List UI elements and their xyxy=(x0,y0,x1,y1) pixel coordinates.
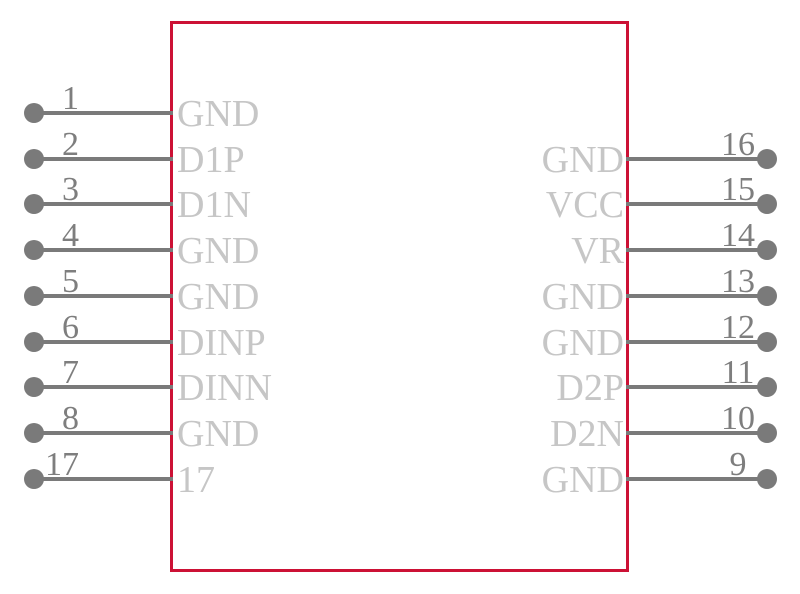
pin-name: D1N xyxy=(177,184,251,227)
pin-name: GND xyxy=(177,275,260,318)
pin-name: GND xyxy=(177,230,260,273)
pin-number: 12 xyxy=(721,308,755,346)
pin-number: 17 xyxy=(45,445,79,483)
pin-line xyxy=(34,293,173,298)
pin-line xyxy=(34,248,173,253)
pin-number: 1 xyxy=(62,80,79,117)
pin-name: DINP xyxy=(177,321,266,364)
pin-terminal-dot xyxy=(24,468,44,489)
pin-terminal-dot xyxy=(757,285,777,306)
pin-number: 8 xyxy=(62,399,79,437)
pin-number: 10 xyxy=(721,399,755,437)
pin-number: 11 xyxy=(721,354,755,392)
pin-terminal-dot xyxy=(24,285,44,306)
pin-line xyxy=(626,202,767,207)
pin-line xyxy=(34,430,173,435)
pin-name: D2P xyxy=(556,367,624,410)
pin-terminal-dot xyxy=(757,377,777,398)
pin-name: D1P xyxy=(177,138,245,181)
pin-name: GND xyxy=(541,275,624,318)
pin-number: 13 xyxy=(721,262,755,300)
pin-terminal-dot xyxy=(757,240,777,261)
pin-number: 9 xyxy=(729,445,747,483)
pin-line xyxy=(34,156,173,161)
pin-line xyxy=(626,248,767,253)
pin-name: VCC xyxy=(545,184,624,227)
pin-terminal-dot xyxy=(757,422,777,443)
pin-name: DINN xyxy=(177,367,272,410)
pin-terminal-dot xyxy=(24,148,44,169)
pin-number: 16 xyxy=(721,125,755,163)
pin-line xyxy=(34,339,173,344)
pin-terminal-dot xyxy=(757,331,777,352)
pin-number: 5 xyxy=(62,262,79,300)
pin-name: D2N xyxy=(550,412,624,455)
pin-line xyxy=(626,339,767,344)
pin-number: 14 xyxy=(721,217,755,255)
pin-line xyxy=(626,385,767,390)
pin-name: GND xyxy=(541,321,624,364)
pin-name: GND xyxy=(541,458,624,501)
pin-number: 15 xyxy=(721,171,755,209)
pin-line xyxy=(34,111,173,115)
pin-number: 4 xyxy=(62,217,79,255)
pin-terminal-dot xyxy=(24,377,44,398)
pin-name: GND xyxy=(177,412,260,455)
pin-name: GND xyxy=(541,138,624,181)
pin-number: 2 xyxy=(62,125,79,163)
pin-terminal-dot xyxy=(757,194,777,215)
pin-terminal-dot xyxy=(24,422,44,443)
pin-line xyxy=(34,202,173,207)
pin-line xyxy=(626,156,767,161)
pin-number: 3 xyxy=(62,171,79,209)
pin-name: 17 xyxy=(177,458,215,501)
pin-terminal-dot xyxy=(24,331,44,352)
pin-line xyxy=(626,430,767,435)
pin-terminal-dot xyxy=(24,240,44,261)
pin-line xyxy=(626,476,767,481)
pin-line xyxy=(626,293,767,298)
pin-name: GND xyxy=(177,93,260,135)
pin-number: 6 xyxy=(62,308,79,346)
pin-name: VR xyxy=(571,230,624,273)
pin-terminal-dot xyxy=(24,194,44,215)
component-body-outline xyxy=(170,21,629,572)
pin-line xyxy=(34,476,173,481)
pin-terminal-dot xyxy=(24,103,44,123)
pin-terminal-dot xyxy=(757,148,777,169)
pin-number: 7 xyxy=(62,354,79,392)
pin-terminal-dot xyxy=(757,468,777,489)
pin-line xyxy=(34,385,173,390)
